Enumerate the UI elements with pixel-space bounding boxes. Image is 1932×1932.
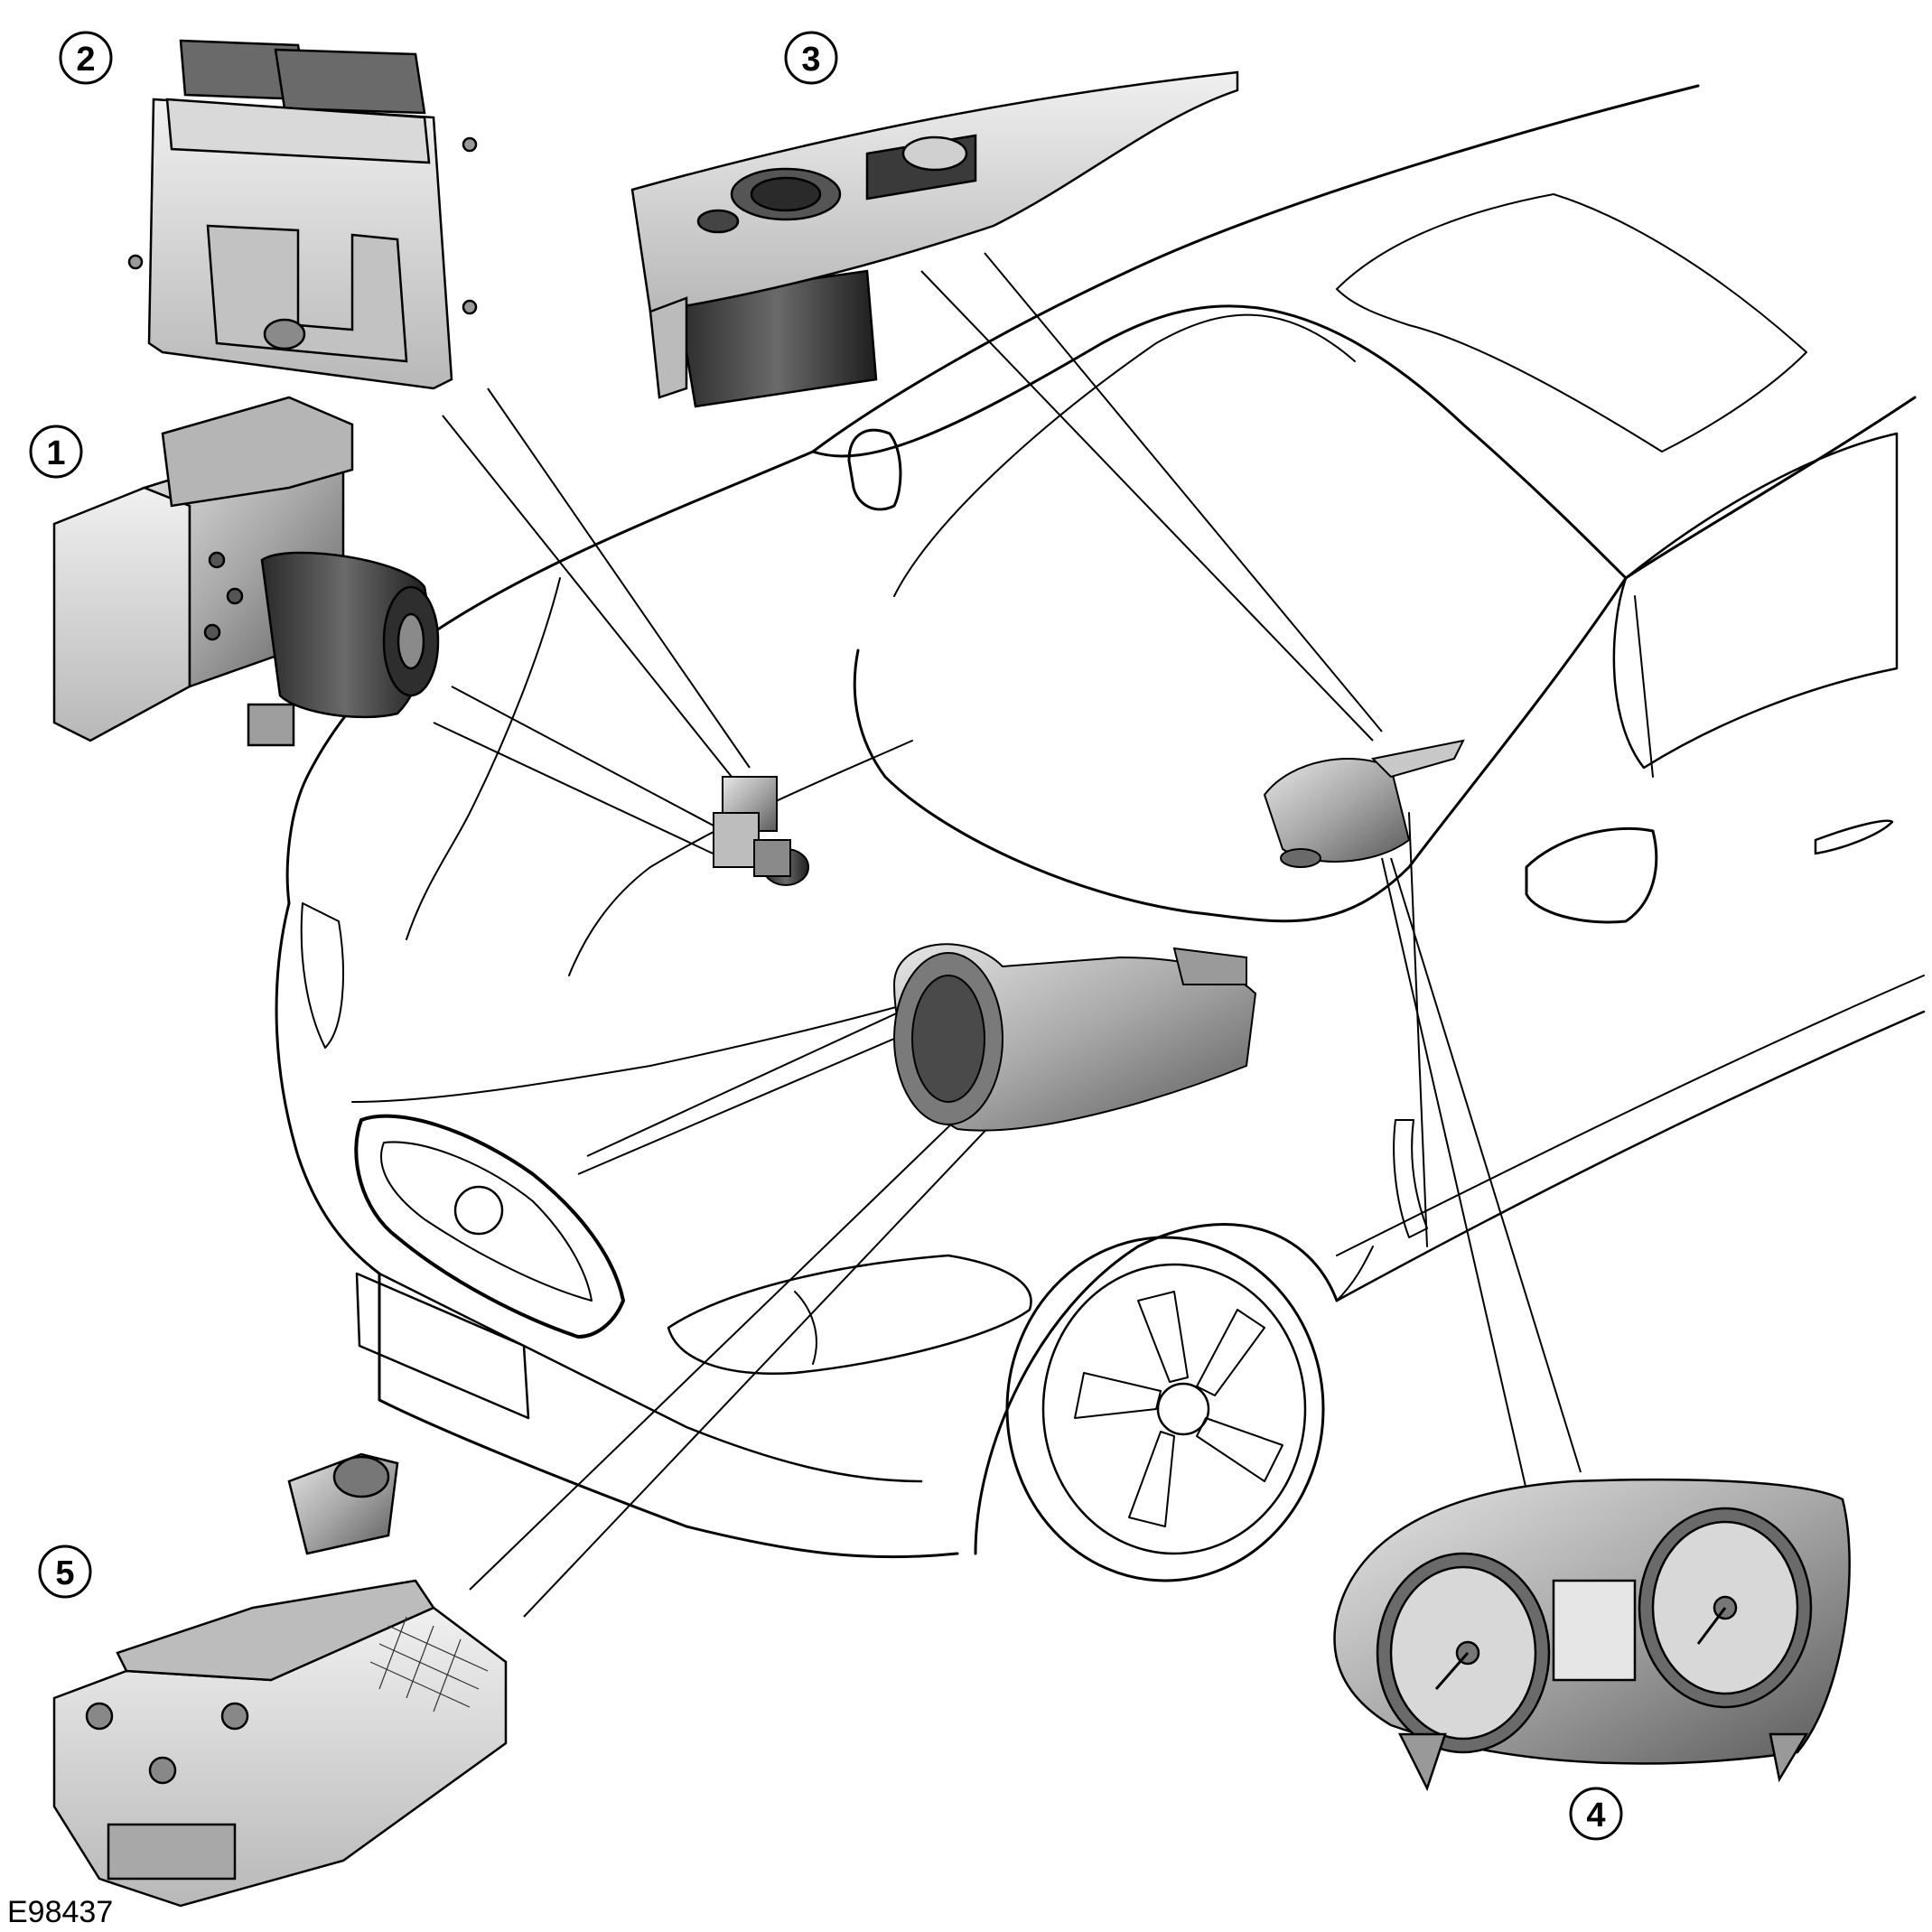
a-pillar	[1634, 595, 1654, 778]
headlight-left	[300, 902, 344, 1049]
hood-crease-center	[568, 740, 913, 976]
windshield	[811, 304, 1628, 923]
grille-badge	[453, 1185, 504, 1236]
leader-1a	[451, 686, 742, 841]
leader-5a	[469, 1065, 1013, 1591]
leader-lines	[433, 252, 1582, 1618]
leader-3b	[984, 252, 1383, 733]
license-plate	[355, 1272, 530, 1420]
door-handle	[1814, 819, 1894, 855]
abs-module-in-car	[713, 776, 809, 886]
svg-text:2: 2	[76, 41, 95, 79]
transmission-valve-body	[52, 1452, 508, 1908]
side-crease	[1336, 975, 1925, 1256]
callout-4: 4	[1569, 1787, 1623, 1841]
wheel-spokes	[1074, 1291, 1283, 1527]
leader-5b	[523, 1083, 1031, 1618]
fender-line	[1336, 1246, 1374, 1302]
windshield-inner	[893, 313, 1356, 597]
instrument-cluster	[1333, 1478, 1851, 1792]
roof-line	[811, 84, 1700, 453]
leader-3a	[920, 270, 1374, 742]
leader-1b	[433, 722, 723, 859]
car-outline	[275, 84, 1926, 1582]
callout-1: 1	[29, 425, 83, 479]
front-face	[275, 901, 959, 1559]
hood-front-edge	[351, 984, 976, 1103]
mirror-left	[847, 428, 902, 511]
grille-inner	[380, 1141, 593, 1302]
side-vent	[1393, 1119, 1428, 1238]
leader-trans-a	[586, 993, 940, 1157]
wheel-hub	[1156, 1382, 1210, 1436]
transmission-in-car	[892, 943, 1257, 1132]
figure-id: E98437	[7, 1895, 113, 1929]
svg-text:4: 4	[1586, 1797, 1605, 1834]
leader-2b	[487, 387, 751, 769]
grille	[354, 1114, 625, 1339]
side-window-front	[1612, 432, 1899, 770]
sunroof	[1336, 193, 1807, 453]
engine-control-module	[127, 39, 478, 390]
headlight-right-inner	[794, 1291, 817, 1365]
abs-module	[52, 396, 440, 747]
hood-crease-left	[406, 577, 561, 940]
gear-selector-module	[630, 70, 1239, 408]
svg-text:1: 1	[46, 434, 65, 472]
callout-3: 3	[784, 31, 838, 85]
wheel-arch	[974, 1223, 1339, 1555]
leader-4b	[1390, 857, 1582, 1473]
leader-2a	[442, 415, 733, 778]
gear-selector-in-car	[1263, 739, 1465, 868]
front-lower	[378, 1272, 923, 1483]
callout-5: 5	[38, 1545, 92, 1599]
door-line	[1408, 812, 1428, 1247]
svg-text:3: 3	[801, 41, 820, 79]
side-sill	[1335, 1010, 1926, 1302]
roof-edge	[1624, 396, 1917, 580]
svg-text:5: 5	[55, 1554, 74, 1592]
valve-body-grid	[369, 1616, 489, 1713]
front-wheel-rim	[1041, 1263, 1307, 1555]
headlight-right	[667, 1254, 1032, 1375]
leader-4a	[1381, 857, 1527, 1491]
callout-2: 2	[59, 31, 113, 85]
mirror-right	[1525, 826, 1658, 924]
front-wheel-tire	[1005, 1236, 1325, 1582]
